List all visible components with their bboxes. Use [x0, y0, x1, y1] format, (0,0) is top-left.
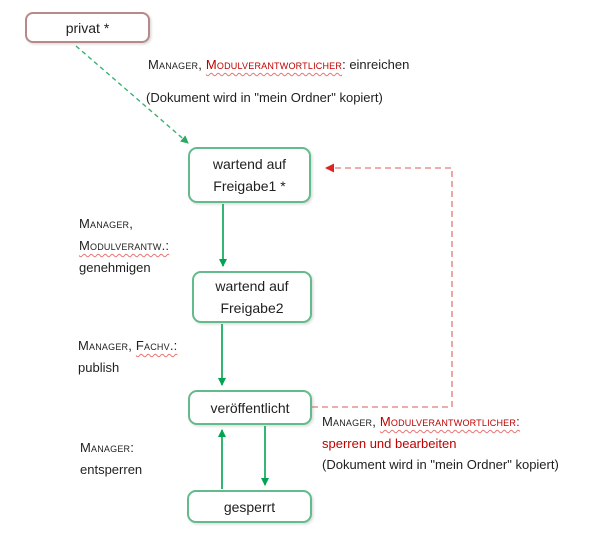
state-privat: privat * [25, 12, 150, 43]
annotation-einreichen-note: (Dokument wird in "mein Ordner" kopiert) [146, 90, 383, 105]
sperren-actor-black: Manager, [322, 414, 380, 429]
sperren-note-text: (Dokument wird in "mein Ordner" kopiert) [322, 457, 559, 472]
state-gesperrt: gesperrt [187, 490, 312, 523]
state-freigabe2-label-line2: Freigabe2 [220, 300, 284, 316]
state-veroeffentlicht: veröffentlicht [188, 390, 312, 425]
state-gesperrt-label: gesperrt [223, 498, 276, 515]
publish-line1b: Fachv.: [135, 338, 178, 353]
annotation-publish: Manager, Fachv.: publish [78, 335, 177, 378]
annotation-sperren: Manager, Modulverantwortlicher: sperren … [322, 411, 559, 476]
annotation-genehmigen: Manager, Modulverantw.: genehmigen [79, 213, 169, 279]
genehmigen-line3: genehmigen [79, 260, 151, 275]
entsperren-line1: Manager: [80, 440, 135, 455]
publish-line2: publish [78, 359, 120, 375]
state-freigabe1-label-line1: wartend auf [212, 156, 287, 172]
state-freigabe1-label-line2: Freigabe1 * [213, 178, 286, 194]
state-freigabe2-label-line1: wartend auf [215, 278, 289, 294]
entsperren-line2: entsperren [80, 461, 143, 477]
einreichen-actor-black: Manager, [148, 57, 206, 72]
einreichen-actor-red: Modulverantwortlicher [205, 57, 343, 72]
sperren-action: sperren und bearbeiten [322, 435, 457, 451]
state-wartend-auf-freigabe1: wartend auf Freigabe1 * [188, 147, 311, 203]
einreichen-action: : einreichen [342, 57, 410, 72]
state-veroeffentlicht-label: veröffentlicht [210, 399, 290, 416]
genehmigen-line2: Modulverantw.: [79, 238, 170, 253]
transition-sperren-bearbeiten-arrow [312, 163, 453, 408]
annotation-entsperren: Manager: entsperren [80, 437, 142, 480]
state-wartend-auf-freigabe2: wartend auf Freigabe2 [192, 271, 312, 323]
annotation-einreichen-line1: Manager, Modulverantwortlicher: einreich… [148, 57, 409, 72]
transition-einreichen-arrow [75, 45, 189, 144]
einreichen-note-text: (Dokument wird in "mein Ordner" kopiert) [146, 90, 383, 105]
publish-line1a: Manager, [78, 338, 136, 353]
genehmigen-line1: Manager, [79, 216, 134, 231]
sperren-actor-red: Modulverantwortlicher: [379, 414, 520, 429]
state-privat-label: privat * [65, 19, 110, 36]
